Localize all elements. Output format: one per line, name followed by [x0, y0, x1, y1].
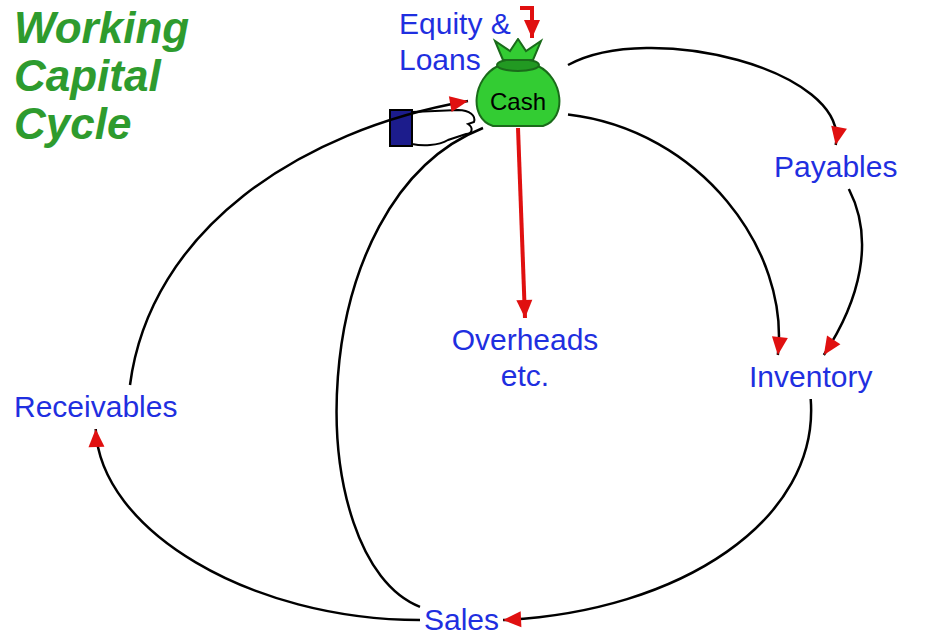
- connector-line: [568, 115, 779, 356]
- arrow-head: [88, 429, 104, 447]
- bag-ruffle: [495, 39, 541, 60]
- arrow-head: [516, 300, 532, 318]
- stage-label: Sales: [420, 598, 503, 636]
- flow-connector: [824, 189, 862, 355]
- node-label: Sales: [424, 602, 499, 636]
- title-text: Working Capital Cycle: [14, 4, 226, 148]
- node-label: Receivables: [14, 389, 177, 425]
- flow-connector: [503, 399, 811, 627]
- flow-connector: [568, 48, 847, 145]
- arrow-head: [503, 611, 521, 627]
- connector-line: [518, 128, 525, 318]
- connector-line: [824, 189, 862, 355]
- arrow-head: [831, 126, 847, 145]
- node-label: Overheads etc.: [434, 322, 616, 394]
- connector-line: [568, 48, 836, 145]
- flow-connector: [88, 429, 420, 620]
- flow-connector: [568, 115, 788, 356]
- arrow-head: [449, 96, 468, 112]
- arrow-head: [824, 336, 841, 355]
- connector-line: [96, 429, 420, 620]
- flow-connector: [516, 128, 532, 318]
- bag-label: Cash: [468, 38, 568, 116]
- arrow-head: [524, 20, 540, 38]
- outflow-label: Overheads etc.: [430, 318, 620, 398]
- flow-connector: [520, 8, 540, 38]
- arrow-head: [772, 336, 788, 355]
- flow-connector: [337, 128, 483, 607]
- stage-label: Inventory: [745, 355, 876, 399]
- flow-connector: [130, 96, 468, 385]
- diagram-title: Working Capital Cycle: [14, 4, 226, 148]
- stage-label: Receivables: [10, 385, 181, 429]
- connector-line: [130, 101, 468, 385]
- node-label: Inventory: [749, 359, 872, 395]
- node-label: Payables: [774, 149, 897, 185]
- hand: [412, 110, 474, 145]
- connector-line: [503, 399, 811, 620]
- stage-label: Payables: [770, 145, 901, 189]
- cash-bag: Cash: [468, 38, 568, 128]
- connector-line: [337, 128, 483, 607]
